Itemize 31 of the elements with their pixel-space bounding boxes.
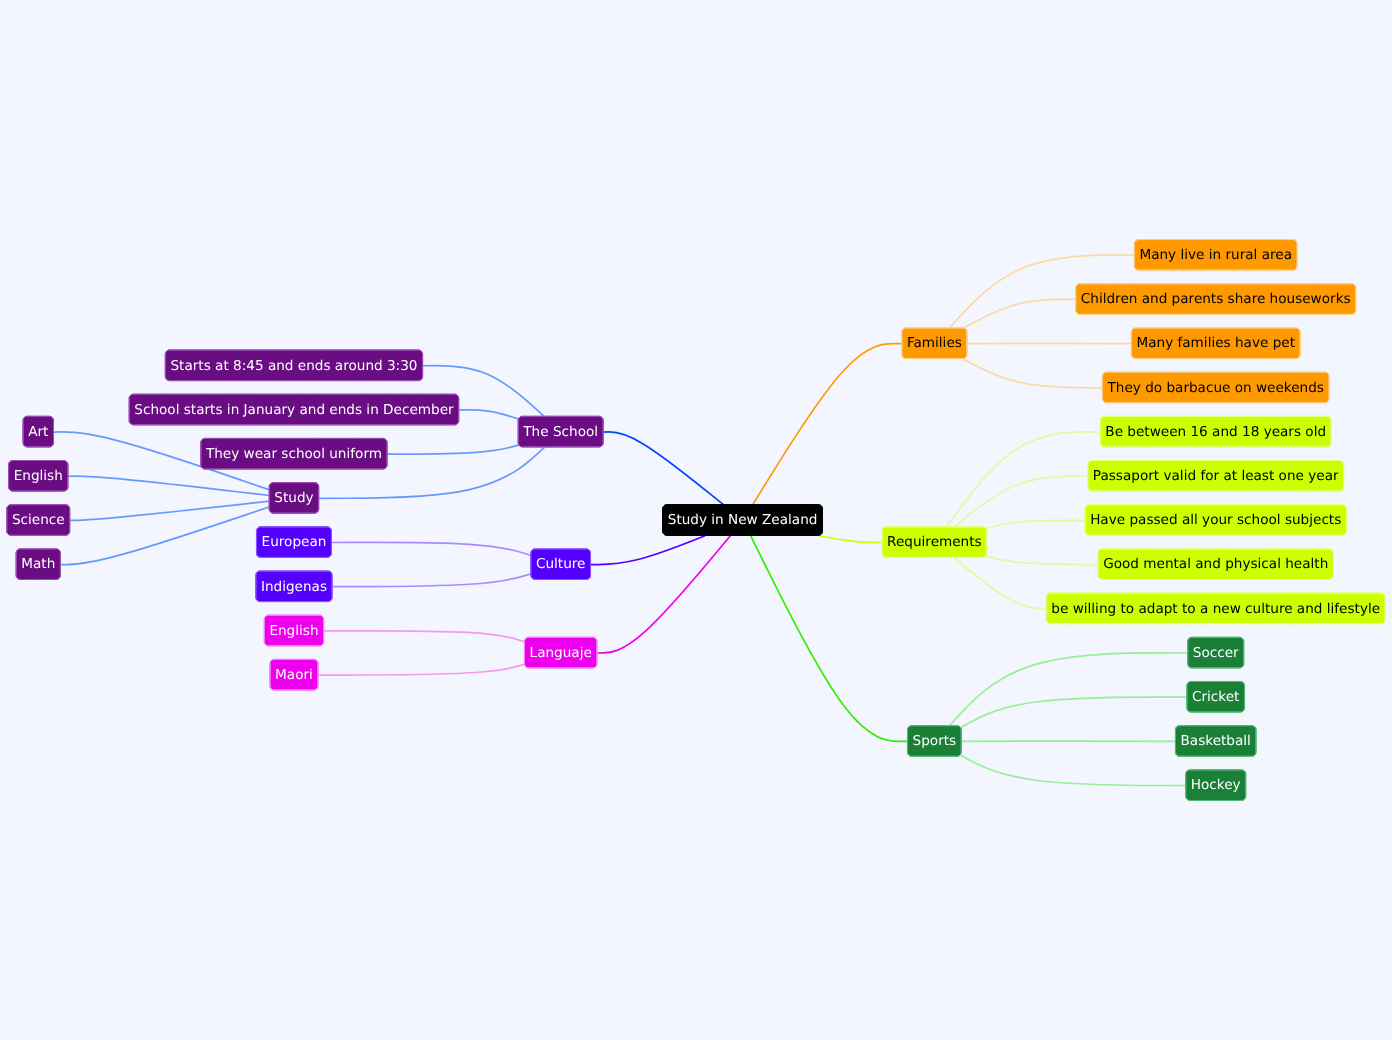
connector bbox=[751, 342, 904, 506]
connector bbox=[596, 534, 732, 654]
connector bbox=[952, 475, 1090, 529]
connector bbox=[590, 534, 706, 566]
connector bbox=[960, 740, 1177, 743]
connector bbox=[602, 431, 725, 506]
connector bbox=[331, 572, 533, 588]
connector bbox=[952, 556, 1048, 610]
connector bbox=[818, 534, 884, 544]
connector bbox=[962, 298, 1077, 330]
connector bbox=[985, 555, 1100, 566]
connector bbox=[67, 475, 271, 497]
connector bbox=[386, 444, 520, 455]
connector bbox=[966, 342, 1133, 345]
connector bbox=[422, 364, 546, 418]
connector bbox=[317, 663, 526, 676]
connector bbox=[945, 431, 1102, 529]
connector bbox=[458, 408, 520, 421]
connector bbox=[962, 358, 1104, 389]
connector bbox=[53, 431, 271, 491]
connector bbox=[323, 629, 526, 643]
connector bbox=[959, 696, 1189, 729]
connector bbox=[331, 541, 533, 557]
connector bbox=[69, 500, 271, 522]
connector bbox=[318, 446, 546, 500]
connector bbox=[985, 519, 1087, 530]
connector bbox=[59, 505, 271, 566]
connector bbox=[749, 534, 909, 743]
connector bbox=[948, 254, 1136, 330]
connector bbox=[959, 754, 1187, 787]
connector bbox=[948, 652, 1189, 727]
